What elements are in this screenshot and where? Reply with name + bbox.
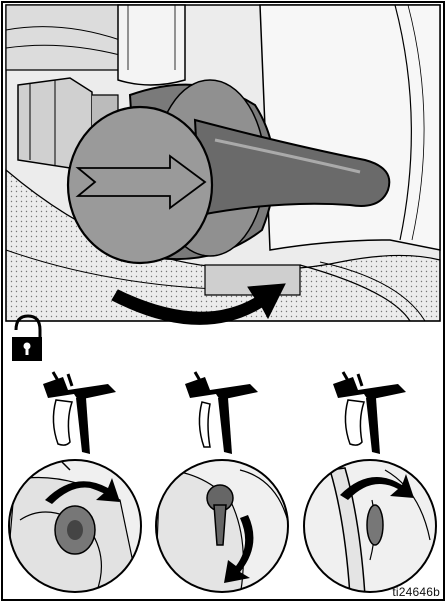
background-pipe [5,44,121,56]
spray-gun-icon [185,371,258,454]
knob-lever-highlight [214,138,361,174]
unlocked-padlock-icon [12,314,42,361]
valve-knob-panel [5,4,441,325]
valve-stem [117,4,186,86]
tip-guard-rotate-closeup [8,459,142,593]
rotate-arrow [111,283,286,325]
pump-housing [259,4,441,251]
housing-edge [394,4,412,241]
housing-edge [407,4,425,241]
knob-lever [193,118,391,217]
trigger-lock-rotate-closeup [155,459,289,593]
knob-arrow [75,154,207,210]
background-pipe [5,4,121,71]
knob-face [66,105,214,265]
figure-id-label: ti24646b [392,585,440,599]
hex-fitting [29,80,56,165]
rotate-arrow [224,515,254,583]
valve-stem [127,5,176,70]
hose [299,264,411,322]
rotate-arrow [340,474,414,500]
hose [319,261,426,322]
background-pipe [5,26,121,41]
rotate-arrow [45,478,120,504]
spray-gun-icon [333,371,406,454]
spray-gun-icon [43,371,116,454]
trigger-lock-rotate-closeup [303,459,437,593]
